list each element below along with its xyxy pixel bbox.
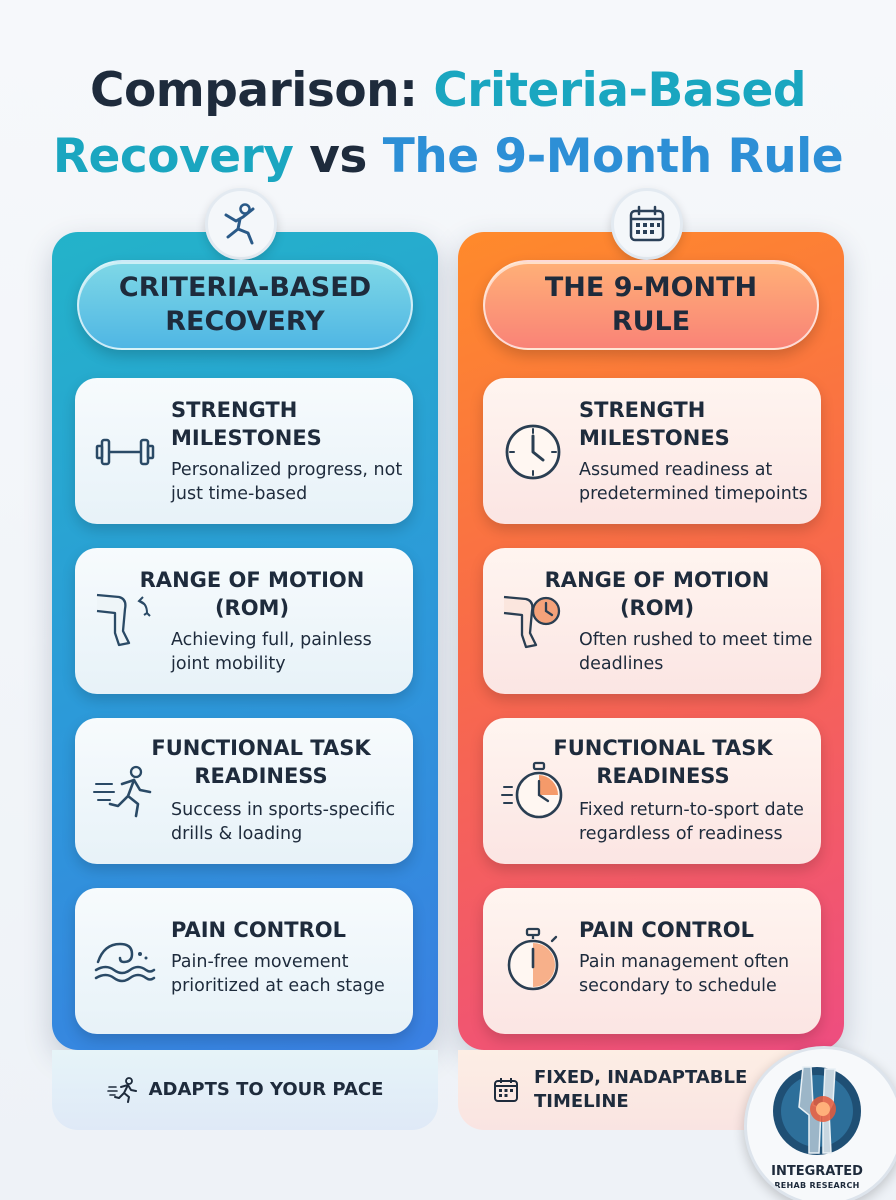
wave-icon xyxy=(91,926,159,994)
left-card-functional-title: FUNCTIONAL TASK READINESS xyxy=(131,734,405,790)
calendar-icon xyxy=(611,188,683,260)
left-card-pain-title: PAIN CONTROL xyxy=(171,918,346,942)
right-card-functional-title-text: FUNCTIONAL TASK READINESS xyxy=(553,736,773,788)
left-card-rom-title: RANGE OF MOTION (ROM) xyxy=(127,566,405,622)
title-comparison: Comparison: xyxy=(90,63,434,118)
left-card-strength-title: STRENGTH MILESTONES xyxy=(171,398,322,450)
nine-month-header-label: THE 9-MONTH RULE xyxy=(544,272,758,337)
criteria-based-header-label: CRITERIA-BASED RECOVERY xyxy=(118,272,372,337)
right-card-pain-desc: Pain management often secondary to sched… xyxy=(579,952,790,996)
left-card-pain-desc: Pain-free movement prioritized at each s… xyxy=(171,952,385,996)
knee-joint-logo-icon xyxy=(773,1066,861,1155)
right-card-functional-title: FUNCTIONAL TASK READINESS xyxy=(531,734,813,790)
title-vs: vs xyxy=(293,129,383,184)
left-card-rom-desc: Achieving full, painless joint mobility xyxy=(171,630,372,674)
right-card-functional: FUNCTIONAL TASK READINESS Fixed return-t… xyxy=(483,718,821,864)
left-card-functional: FUNCTIONAL TASK READINESS Success in spo… xyxy=(75,718,413,864)
left-card-strength: STRENGTH MILESTONES Personalized progres… xyxy=(75,378,413,524)
left-card-pain: PAIN CONTROL Pain-free movement prioriti… xyxy=(75,888,413,1034)
title-nine-month-rule: The 9-Month Rule xyxy=(382,129,844,184)
logo-line-1: INTEGRATED xyxy=(771,1164,863,1179)
left-card-functional-title-text: FUNCTIONAL TASK READINESS xyxy=(151,736,371,788)
right-card-strength-desc: Assumed readiness at predetermined timep… xyxy=(579,460,808,504)
title-recovery: Recovery xyxy=(52,129,294,184)
running-small-icon xyxy=(106,1077,139,1103)
right-card-strength: STRENGTH MILESTONES Assumed readiness at… xyxy=(483,378,821,524)
nine-month-footer-label: FIXED, INADAPTABLE TIMELINE xyxy=(534,1067,748,1112)
title-line-1: Comparison: Criteria-Based xyxy=(0,58,896,124)
integrated-rehab-logo: INTEGRATED REHAB RESEARCH xyxy=(744,1046,896,1200)
logo-line-2: REHAB RESEARCH xyxy=(774,1181,860,1190)
right-card-rom-title-text: RANGE OF MOTION (ROM) xyxy=(544,568,770,620)
left-card-functional-desc: Success in sports-specific drills & load… xyxy=(171,800,396,844)
left-card-rom: RANGE OF MOTION (ROM) Achieving full, pa… xyxy=(75,548,413,694)
timer-icon xyxy=(499,926,567,994)
criteria-based-header: CRITERIA-BASED RECOVERY xyxy=(77,260,413,350)
right-card-strength-title: STRENGTH MILESTONES xyxy=(579,398,730,450)
nine-month-header: THE 9-MONTH RULE xyxy=(483,260,819,350)
calendar-small-icon xyxy=(492,1076,520,1104)
running-icon xyxy=(91,758,159,826)
right-card-rom: RANGE OF MOTION (ROM) Often rushed to me… xyxy=(483,548,821,694)
title-line-2: Recovery vs The 9-Month Rule xyxy=(0,124,896,190)
page-title: Comparison: Criteria-Based Recovery vs T… xyxy=(0,58,896,190)
right-card-rom-desc: Often rushed to meet time deadlines xyxy=(579,630,813,674)
right-card-pain: PAIN CONTROL Pain management often secon… xyxy=(483,888,821,1034)
clock-icon xyxy=(499,418,567,486)
criteria-based-footer: ADAPTS TO YOUR PACE xyxy=(52,1050,438,1130)
right-card-pain-title: PAIN CONTROL xyxy=(579,918,754,942)
knee-clock-icon xyxy=(499,586,567,654)
stopwatch-icon xyxy=(499,758,567,826)
criteria-based-footer-label: ADAPTS TO YOUR PACE xyxy=(148,1079,384,1100)
runner-icon xyxy=(205,188,277,260)
dumbbell-icon xyxy=(91,418,159,486)
right-card-functional-desc: Fixed return-to-sport date regardless of… xyxy=(579,800,804,844)
left-card-rom-title-text: RANGE OF MOTION (ROM) xyxy=(139,568,365,620)
title-criteria-based: Criteria-Based xyxy=(433,63,806,118)
right-card-rom-title: RANGE OF MOTION (ROM) xyxy=(529,566,813,622)
left-card-strength-desc: Personalized progress, not just time-bas… xyxy=(171,460,403,504)
knee-icon xyxy=(91,586,159,654)
